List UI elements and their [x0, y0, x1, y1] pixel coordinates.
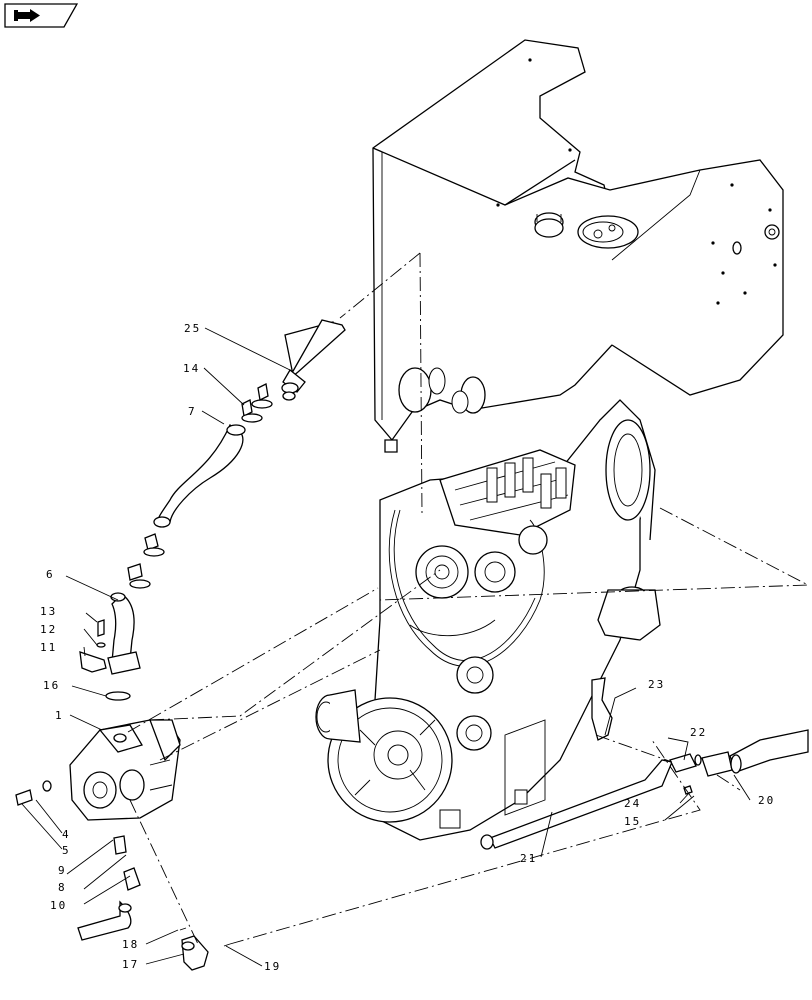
assembly-lines: [127, 252, 810, 945]
callout-23: 23: [648, 678, 665, 691]
part-7-hose: [127, 424, 246, 589]
return-button[interactable]: [4, 3, 78, 28]
callout-4: 4: [62, 828, 71, 841]
callout-21: 21: [520, 852, 537, 865]
callout-20: 20: [758, 794, 775, 807]
parts-11-12-13: [79, 619, 107, 673]
callout-19: 19: [264, 960, 281, 973]
return-arrow-icon: [14, 9, 40, 22]
bracket-23: [591, 677, 613, 741]
part-14-clamps: [241, 383, 273, 423]
callout-5: 5: [62, 844, 71, 857]
part-25-filter: [281, 319, 346, 401]
callout-15: 15: [624, 815, 641, 828]
callout-1: 1: [55, 709, 64, 722]
parts-4-5: [15, 780, 52, 806]
transmission-assembly: [315, 399, 661, 841]
fuel-tank: [372, 39, 784, 453]
callout-25: 25: [184, 322, 201, 335]
parts-22-24-15: [669, 753, 702, 795]
callout-12: 12: [40, 623, 57, 636]
callout-17: 17: [122, 958, 139, 971]
callout-14: 14: [183, 362, 200, 375]
callout-18: 18: [122, 938, 139, 951]
callout-8: 8: [58, 881, 67, 894]
callout-24: 24: [624, 797, 641, 810]
leader-lines: [21, 327, 751, 967]
callout-16: 16: [43, 679, 60, 692]
part-16-gasket: [105, 691, 131, 701]
callout-7: 7: [188, 405, 197, 418]
part-6-elbow: [107, 592, 141, 675]
callout-labels: 25 14 7 6 13 12 11 16 1 4 5 9 8 10 18 17…: [40, 322, 775, 973]
part-20-hose: [701, 729, 809, 777]
callout-10: 10: [50, 899, 67, 912]
callout-11: 11: [40, 641, 57, 654]
parts-17-18-19: [179, 927, 231, 971]
callout-9: 9: [58, 864, 67, 877]
callout-13: 13: [40, 605, 57, 618]
callout-22: 22: [690, 726, 707, 739]
parts-8-9: [113, 835, 141, 891]
part-1-pump: [69, 719, 181, 821]
callout-6: 6: [46, 568, 55, 581]
